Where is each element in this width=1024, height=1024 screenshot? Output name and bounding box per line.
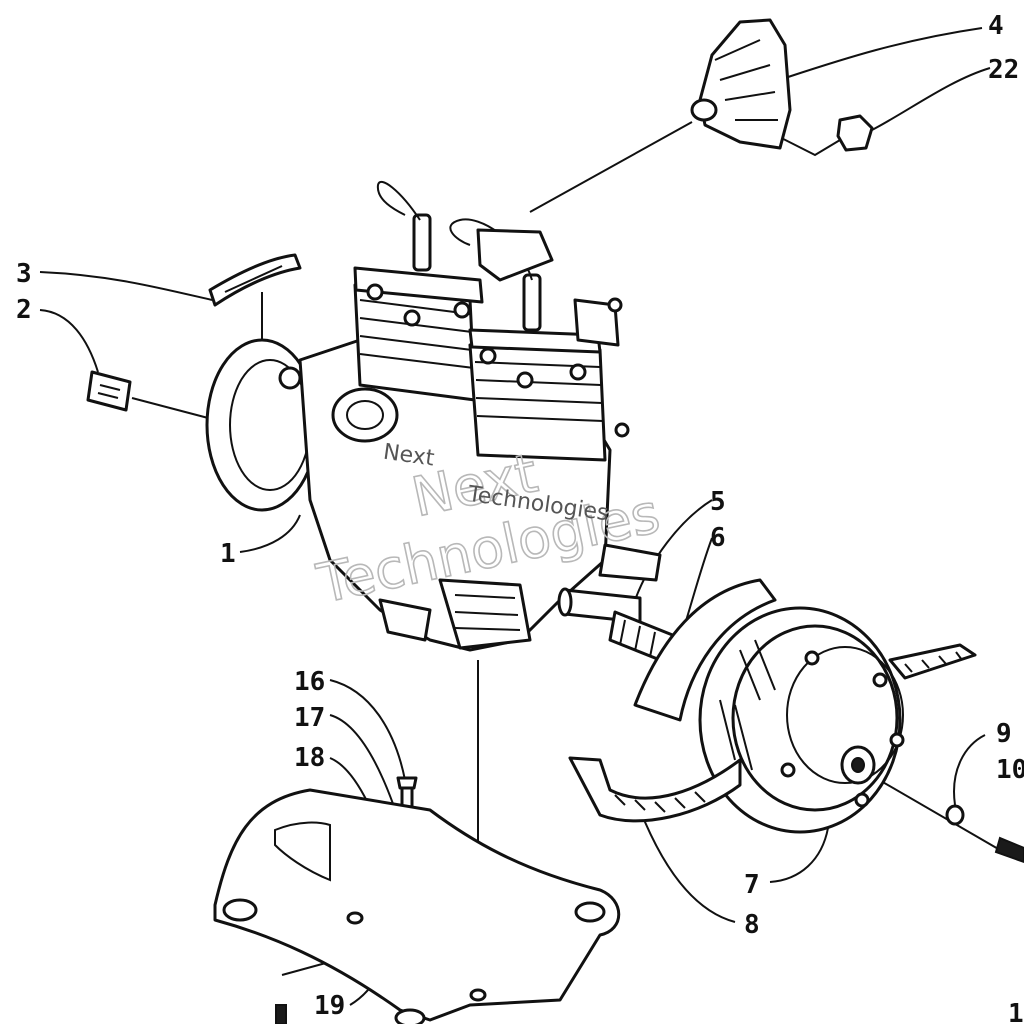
part-drive-clutch — [633, 578, 905, 834]
part-id-plate — [86, 370, 132, 412]
callout-4: 4 — [988, 11, 1004, 41]
callout-6: 6 — [710, 523, 726, 553]
callout-22: 22 — [988, 55, 1019, 85]
leader-2 — [39, 309, 99, 373]
part-exhaust-guard — [690, 18, 792, 150]
part-mount-plate — [213, 788, 621, 1024]
leader-crank-axis — [861, 769, 1001, 851]
leader-4 — [784, 27, 983, 79]
callout-7: 7 — [744, 870, 760, 900]
leader-5 — [634, 499, 713, 601]
callout-1: 1 — [220, 539, 236, 569]
callout-2: 2 — [16, 295, 32, 325]
callout-10: 10 — [996, 755, 1024, 785]
part-engine-assembly — [205, 180, 662, 652]
callout-labels: 4 22 3 2 1 5 6 9 10 7 8 16 17 18 19 1 — [16, 11, 1024, 1024]
leader-4-to-engine — [529, 121, 693, 213]
leader-16 — [329, 679, 406, 781]
part-cap — [836, 114, 874, 152]
leader-3 — [39, 271, 213, 301]
leader-1 — [239, 514, 301, 553]
part-decal-strip — [208, 253, 302, 307]
callout-18: 18 — [294, 743, 325, 773]
callout-17: 17 — [294, 703, 325, 733]
leader-9 — [953, 734, 986, 806]
callout-8: 8 — [744, 910, 760, 940]
callout-9: 9 — [996, 719, 1012, 749]
callout-5: 5 — [710, 487, 726, 517]
leader-22 — [871, 67, 991, 131]
callout-19: 19 — [314, 991, 345, 1021]
callout-3: 3 — [16, 259, 32, 289]
callout-16: 16 — [294, 667, 325, 697]
part-washer-bolt — [945, 804, 1024, 864]
callout-1-edge: 1 — [1008, 999, 1024, 1024]
part-drive-belt — [568, 643, 977, 823]
leader-8 — [639, 809, 736, 923]
leader-7 — [769, 827, 829, 883]
